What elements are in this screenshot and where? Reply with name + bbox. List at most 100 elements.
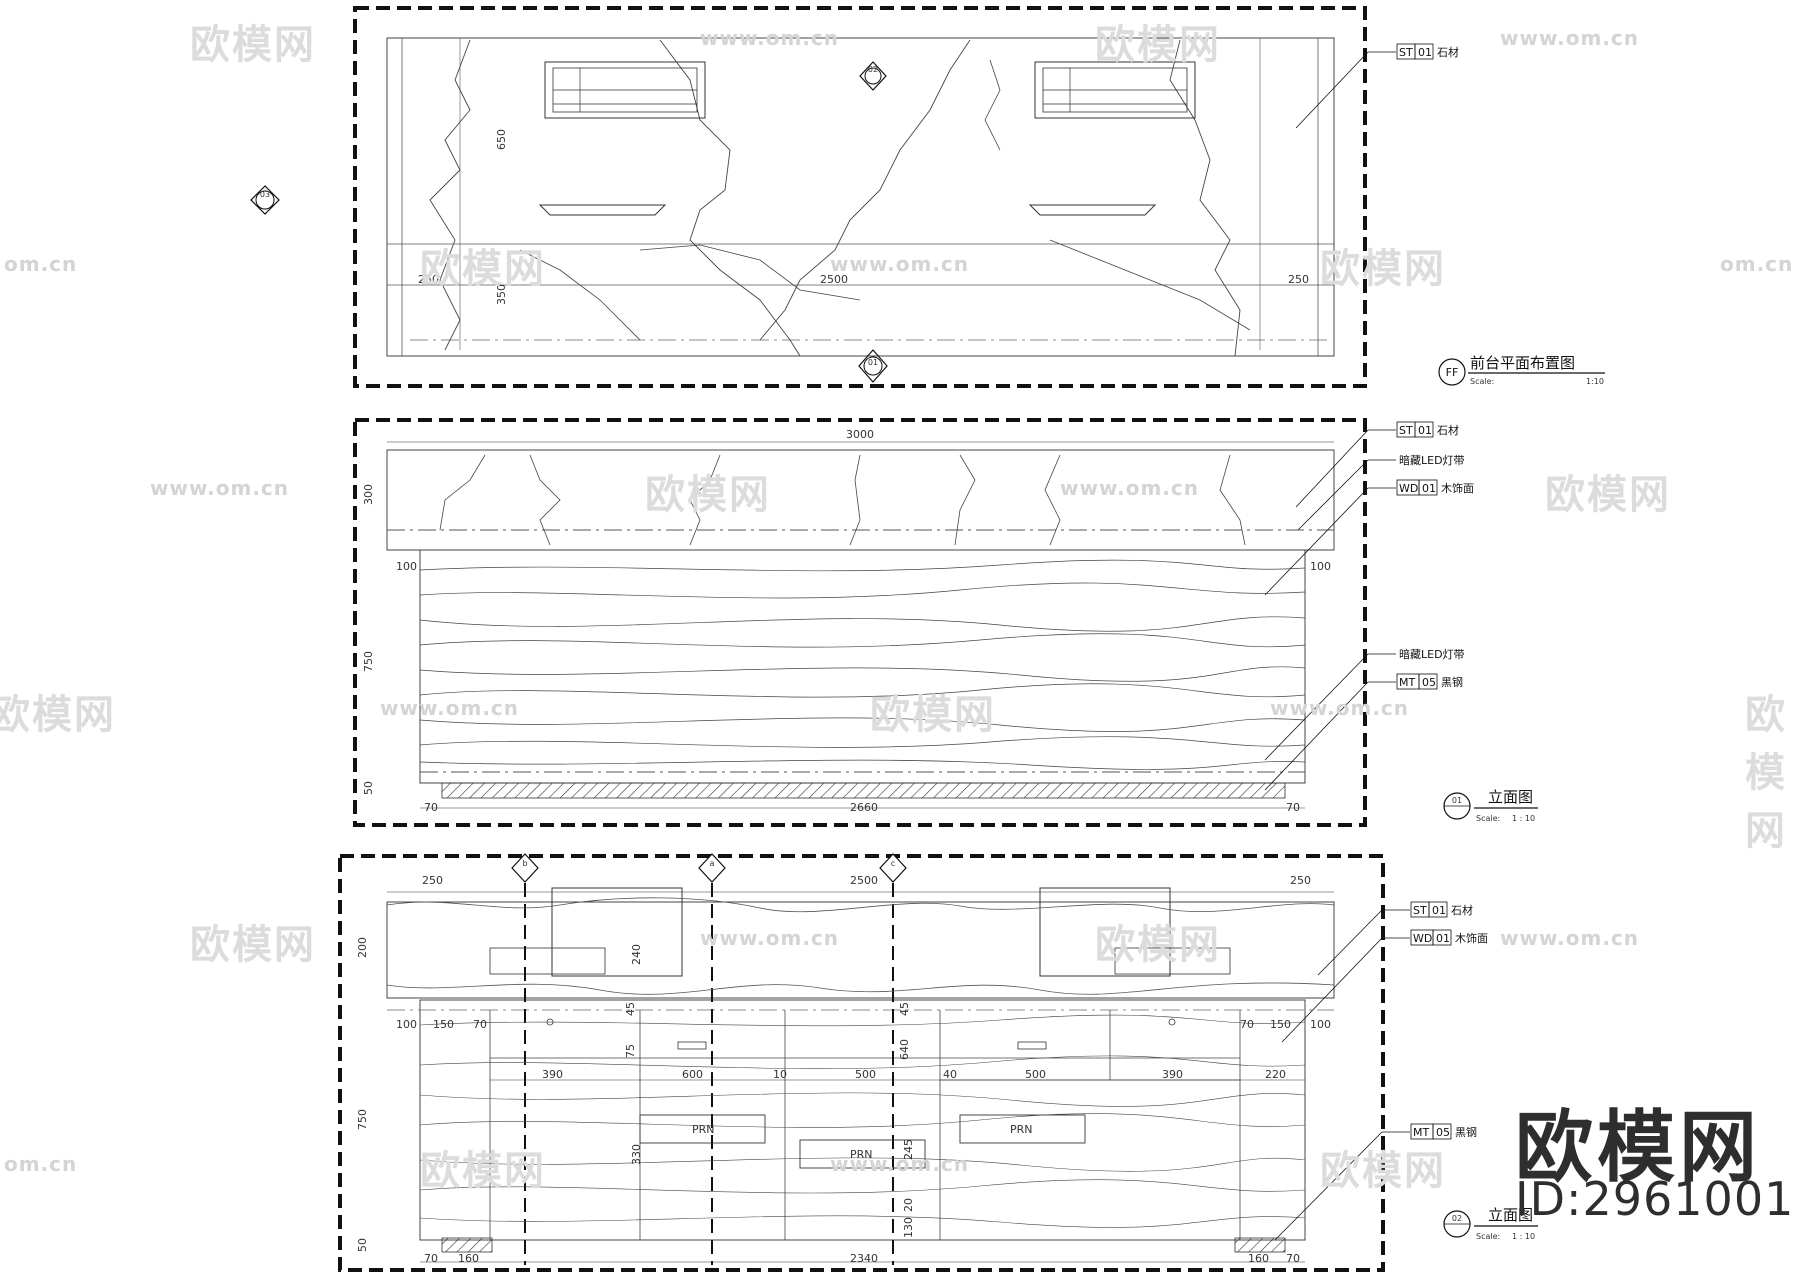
- watermark-logo: 欧模网: [645, 472, 771, 518]
- marker-a: a: [698, 853, 726, 883]
- svg-text:45: 45: [624, 1002, 637, 1016]
- svg-text:01: 01: [1422, 482, 1436, 495]
- svg-text:石材: 石材: [1437, 45, 1459, 59]
- svg-text:02: 02: [868, 65, 878, 74]
- marker-b: b: [511, 853, 539, 883]
- svg-text:02: 02: [1452, 1214, 1462, 1223]
- svg-text:01: 01: [1418, 46, 1432, 59]
- svg-text:150: 150: [433, 1018, 454, 1031]
- keyboard-right: [1028, 204, 1157, 216]
- svg-text:01: 01: [1452, 796, 1462, 805]
- svg-text:100: 100: [396, 560, 417, 573]
- svg-text:2500: 2500: [850, 874, 878, 887]
- svg-text:1 : 10: 1 : 10: [1512, 814, 1535, 823]
- watermark-url: www.om.cn: [700, 26, 840, 50]
- svg-text:10: 10: [773, 1068, 787, 1081]
- marble-vein: [759, 39, 971, 341]
- svg-text:黑钢: 黑钢: [1455, 1126, 1477, 1139]
- watermark-url: www.om.cn: [1500, 926, 1640, 950]
- watermark-logo: 欧模网: [1320, 246, 1446, 292]
- svg-text:500: 500: [1025, 1068, 1046, 1081]
- plan-outline: [386, 37, 1335, 357]
- svg-text:PRN: PRN: [1010, 1123, 1033, 1136]
- plan-view: 02 03 01 650 250 2500 250 350 ST 01 石材 F…: [250, 6, 1605, 388]
- watermark-url: www.om.cn: [1500, 26, 1640, 50]
- svg-text:1:10: 1:10: [1586, 377, 1604, 386]
- svg-text:石材: 石材: [1451, 903, 1473, 917]
- wood-grain: [419, 559, 1306, 770]
- watermark-url: www.om.cn: [380, 696, 520, 720]
- watermark-logo: 欧模网: [1745, 692, 1787, 854]
- svg-text:150: 150: [1270, 1018, 1291, 1031]
- svg-text:70: 70: [424, 801, 438, 814]
- svg-text:40: 40: [943, 1068, 957, 1081]
- svg-text:黑钢: 黑钢: [1441, 676, 1463, 689]
- svg-text:160: 160: [458, 1252, 479, 1265]
- elev1-frame: [353, 418, 1367, 827]
- watermark-url: www.om.cn: [1270, 696, 1410, 720]
- svg-text:立面图: 立面图: [1488, 788, 1533, 806]
- marble-vein: [1169, 39, 1241, 357]
- svg-text:WD: WD: [1399, 482, 1418, 495]
- marble-vein: [659, 39, 801, 357]
- svg-text:ST: ST: [1399, 46, 1413, 59]
- svg-text:前台平面布置图: 前台平面布置图: [1470, 354, 1575, 372]
- watermark-url: www.om.cn: [830, 1152, 970, 1176]
- watermark-logo: 欧模网: [0, 692, 116, 738]
- svg-text:245: 245: [902, 1139, 915, 1160]
- svg-text:50: 50: [362, 781, 375, 795]
- svg-text:05: 05: [1422, 676, 1436, 689]
- monitor-left: [544, 61, 706, 119]
- plan-frame: [353, 6, 1367, 388]
- svg-text:70: 70: [1286, 1252, 1300, 1265]
- svg-text:160: 160: [1248, 1252, 1269, 1265]
- svg-text:Scale:: Scale:: [1476, 1232, 1500, 1241]
- svg-text:300: 300: [362, 484, 375, 505]
- marble-vein: [1049, 239, 1251, 331]
- svg-text:3000: 3000: [846, 428, 874, 441]
- printer-left: PRN: [639, 1114, 766, 1144]
- marble-vein: [984, 59, 1001, 151]
- marble-vein: [429, 39, 471, 351]
- svg-text:01: 01: [1432, 904, 1446, 917]
- svg-text:100: 100: [1310, 1018, 1331, 1031]
- svg-text:390: 390: [542, 1068, 563, 1081]
- watermark-logo: 欧模网: [870, 692, 996, 738]
- svg-text:75: 75: [624, 1044, 637, 1058]
- svg-text:01: 01: [1418, 424, 1432, 437]
- svg-text:200: 200: [356, 937, 369, 958]
- svg-text:70: 70: [1240, 1018, 1254, 1031]
- printer-right: PRN: [959, 1114, 1086, 1144]
- svg-text:立面图: 立面图: [1488, 1206, 1533, 1224]
- watermark-url: om.cn: [1720, 252, 1794, 276]
- watermark-logo: 欧模网: [420, 246, 546, 292]
- svg-text:500: 500: [855, 1068, 876, 1081]
- wood-grain-2: [419, 1014, 1306, 1228]
- svg-text:600: 600: [682, 1068, 703, 1081]
- watermark-url: om.cn: [4, 1152, 78, 1176]
- watermark-logo: 欧模网: [1095, 22, 1221, 68]
- svg-text:650: 650: [495, 129, 508, 150]
- svg-text:350: 350: [495, 284, 508, 305]
- svg-text:70: 70: [424, 1252, 438, 1265]
- svg-text:45: 45: [898, 1002, 911, 1016]
- marker-03: 03: [250, 185, 280, 215]
- svg-text:70: 70: [473, 1018, 487, 1031]
- watermark-url: www.om.cn: [700, 926, 840, 950]
- svg-text:240: 240: [630, 944, 643, 965]
- svg-text:MT: MT: [1413, 1126, 1429, 1139]
- svg-text:c: c: [891, 859, 895, 868]
- svg-text:木饰面: 木饰面: [1441, 481, 1474, 495]
- watermark-logo: 欧模网: [420, 1148, 546, 1194]
- svg-text:2500: 2500: [820, 273, 848, 286]
- svg-text:1 : 10: 1 : 10: [1512, 1232, 1535, 1241]
- svg-text:250: 250: [1290, 874, 1311, 887]
- svg-text:b: b: [522, 859, 527, 868]
- watermark-logo: 欧模网: [190, 922, 316, 968]
- elevation-02: PRN PRN PRN b a: [338, 853, 1538, 1272]
- svg-text:PRN: PRN: [692, 1123, 715, 1136]
- svg-text:暗藏LED灯带: 暗藏LED灯带: [1399, 453, 1465, 467]
- watermark-url: www.om.cn: [150, 476, 290, 500]
- watermark-url: www.om.cn: [1060, 476, 1200, 500]
